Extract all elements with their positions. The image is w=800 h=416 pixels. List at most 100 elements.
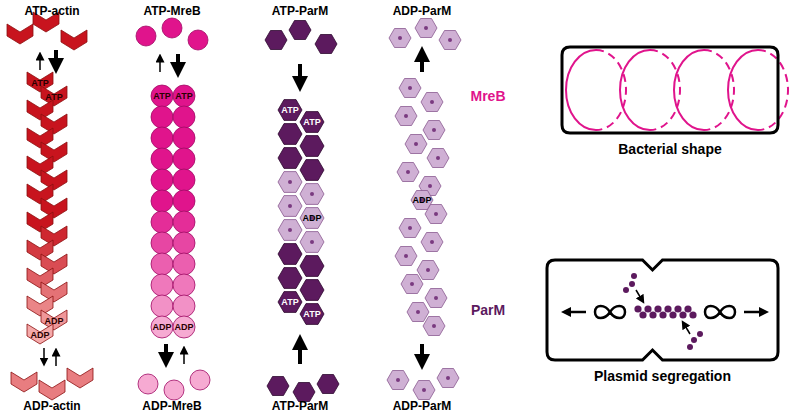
parm-subunit	[413, 381, 435, 400]
nucleotide-label: ATP	[303, 118, 320, 127]
actin-subunit	[41, 114, 67, 134]
actin-subunit	[27, 128, 53, 148]
parm-subunit	[265, 31, 287, 50]
parm-subunit	[278, 172, 302, 193]
protein-label: ParM	[471, 303, 505, 317]
parm-subunit	[439, 31, 461, 50]
arrow	[298, 64, 302, 84]
arrow	[176, 54, 180, 70]
parm-subunit	[687, 344, 693, 350]
parm-subunit	[399, 219, 421, 238]
parm-filament	[679, 311, 686, 318]
nucleotide-dot	[408, 86, 412, 90]
filament-label: ADP-actin	[23, 400, 80, 412]
nucleotide-dot	[432, 128, 436, 132]
mreb-subunit	[162, 18, 182, 38]
actin-subunit	[27, 296, 53, 316]
arrow	[54, 50, 58, 66]
parm-subunit	[278, 220, 302, 241]
nucleotide-dot	[404, 254, 408, 258]
mreb-subunit	[173, 85, 195, 107]
actin-subunit	[61, 30, 87, 50]
nucleotide-dot	[432, 324, 436, 328]
nucleotide-label: ATP	[281, 106, 298, 115]
parm-subunit	[629, 281, 635, 287]
caption: Bacterial shape	[618, 141, 722, 157]
actin-subunit	[41, 170, 67, 190]
nucleotide-dot	[310, 240, 314, 244]
mreb-helix	[674, 50, 704, 130]
parm-filament	[654, 305, 661, 312]
arrow	[55, 352, 57, 366]
mreb-subunit	[173, 106, 195, 128]
parm-subunit	[697, 331, 703, 337]
filament-label: ADP-MreB	[142, 400, 201, 412]
nucleotide-dot	[430, 240, 434, 244]
caption: Plasmid segregation	[594, 368, 731, 384]
nucleotide-label: ATP	[281, 298, 298, 307]
parm-filament	[689, 311, 696, 318]
mreb-subunit	[188, 30, 208, 50]
parm-subunit	[278, 100, 302, 121]
nucleotide-dot	[436, 156, 440, 160]
arrow	[164, 344, 168, 360]
mreb-subunit	[173, 148, 195, 170]
mreb-subunit	[173, 211, 195, 233]
actin-subunit	[39, 380, 65, 400]
parm-filament	[634, 305, 641, 312]
mreb-subunit	[173, 232, 195, 254]
actin-subunit	[27, 72, 53, 92]
nucleotide-dot	[424, 26, 428, 30]
parm-subunit	[421, 233, 443, 252]
parm-subunit	[278, 148, 302, 169]
mreb-subunit	[173, 253, 195, 275]
nucleotide-dot	[430, 100, 434, 104]
parm-subunit	[425, 205, 447, 224]
actin-subunit	[27, 212, 53, 232]
arrow	[744, 311, 764, 314]
parm-subunit	[397, 163, 419, 182]
mreb-subunit	[151, 253, 173, 275]
actin-subunit	[41, 142, 67, 162]
nucleotide-label: ATP	[45, 93, 62, 102]
parm-subunit	[387, 371, 409, 390]
parm-subunit	[389, 29, 411, 48]
arrow	[420, 344, 424, 362]
mreb-subunit	[173, 274, 195, 296]
nucleotide-dot	[404, 114, 408, 118]
nucleotide-dot	[410, 282, 414, 286]
parm-subunit	[425, 289, 447, 308]
nucleotide-label: ATP	[175, 92, 192, 101]
nucleotide-label: ATP	[153, 92, 170, 101]
cell-outline	[547, 260, 778, 360]
parm-subunit	[395, 247, 417, 266]
nucleotide-dot	[408, 226, 412, 230]
nucleotide-dot	[396, 378, 400, 382]
nucleotide-dot	[398, 36, 402, 40]
parm-subunit	[691, 337, 697, 343]
parm-subunit	[437, 369, 459, 388]
mreb-subunit	[151, 274, 173, 296]
mreb-subunit	[138, 374, 158, 394]
mreb-helix	[620, 50, 650, 130]
nucleotide-dot	[446, 376, 450, 380]
nucleotide-label: ADP	[44, 317, 63, 326]
arrow	[420, 54, 424, 72]
actin-subunit	[41, 198, 67, 218]
actin-subunit	[41, 226, 67, 246]
protein-label: MreB	[470, 89, 505, 103]
parm-subunit	[315, 35, 337, 54]
dividing-cell: Plasmid segregation	[545, 258, 780, 362]
parm-subunit	[300, 184, 324, 205]
parm-subunit	[631, 273, 637, 279]
actin-subunit	[41, 282, 67, 302]
nucleotide-dot	[288, 228, 292, 232]
parm-subunit	[417, 261, 439, 280]
mreb-subunit	[190, 370, 210, 390]
parm-subunit	[278, 292, 302, 313]
cell-outline	[562, 47, 778, 133]
filament-label: ATP-actin	[24, 5, 79, 17]
mreb-subunit	[151, 295, 173, 317]
mreb-helix	[758, 50, 788, 130]
